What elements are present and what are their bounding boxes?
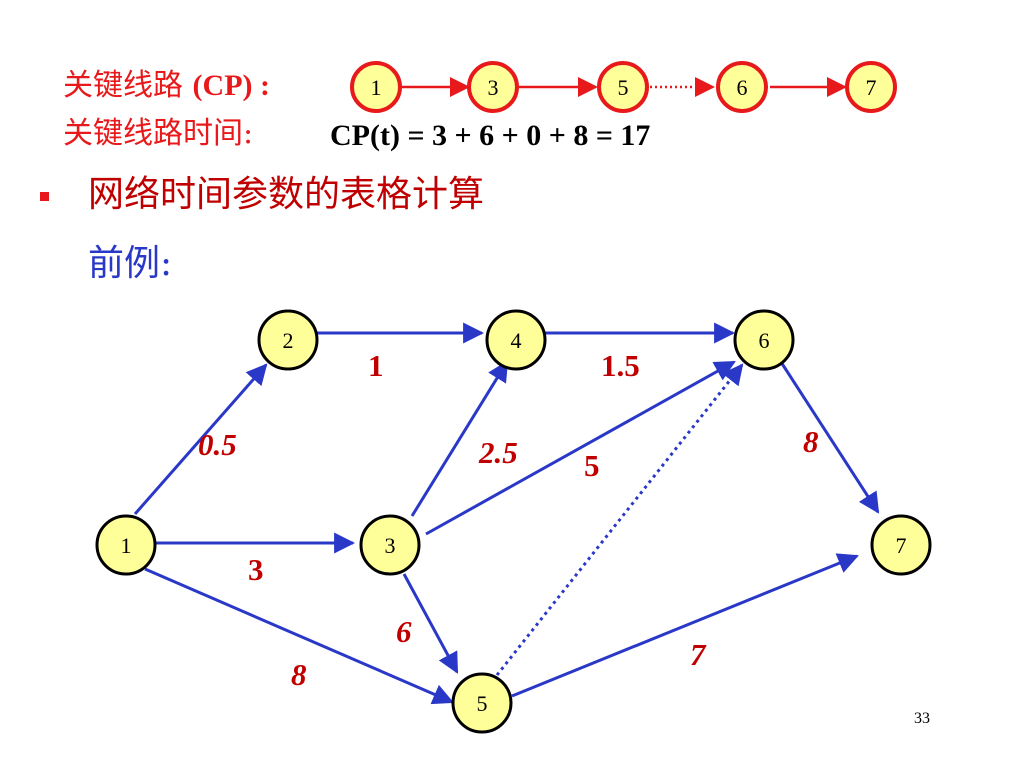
network-node-label: 1	[121, 533, 132, 558]
network-node: 7	[870, 514, 932, 576]
edge-label: 8	[803, 424, 819, 459]
cp-node: 6	[716, 61, 768, 113]
edge-label: 3	[248, 552, 264, 587]
critical-path-label: 关键线路 (CP) :	[63, 66, 270, 106]
page-number: 33	[914, 710, 930, 727]
critical-path-time-formula: CP(t) = 3 + 6 + 0 + 8 = 17	[330, 119, 651, 152]
edge-label: 1	[368, 348, 384, 383]
critical-path-time-label: 关键线路时间:	[63, 116, 254, 151]
cp-node: 7	[845, 61, 897, 113]
network-node-label: 2	[283, 328, 294, 353]
network-nodes: 1 2 3 4 5 6 7	[95, 309, 932, 734]
network-edges	[133, 322, 880, 705]
section-title: 网络时间参数的表格计算	[88, 174, 485, 215]
cp-node-label: 5	[618, 75, 629, 100]
edge-6-7	[779, 361, 880, 514]
edge-3-4	[410, 360, 509, 517]
edge-3-6	[425, 360, 736, 536]
edge-label: 0.5	[198, 427, 237, 462]
edge-label: 5	[584, 448, 600, 483]
network-node: 1	[95, 514, 157, 576]
edge-1-5	[144, 567, 454, 705]
network-node: 4	[485, 309, 547, 371]
network-node: 5	[451, 672, 513, 734]
network-node: 3	[359, 514, 421, 576]
edge-label: 6	[396, 614, 412, 649]
edge-5-6-dotted	[495, 363, 744, 676]
cp-node: 3	[467, 61, 519, 113]
edge-label: 2.5	[478, 435, 518, 470]
network-node: 2	[257, 309, 319, 371]
edge-label: 7	[690, 637, 707, 672]
network-node-label: 3	[385, 533, 396, 558]
network-node-label: 7	[896, 533, 907, 558]
network-node: 6	[733, 309, 795, 371]
edge-3-5	[402, 573, 459, 674]
edge-label: 8	[291, 657, 307, 692]
critical-path-chain: 1 3 5 6 7	[350, 61, 897, 113]
edge-labels: 0.5 3 8 1 2.5 5 6 1.5 7 8	[198, 348, 819, 692]
cp-node-label: 1	[371, 75, 382, 100]
cp-node: 5	[597, 61, 649, 113]
edge-1-2	[133, 363, 268, 515]
cp-node-label: 7	[866, 75, 877, 100]
edge-5-7	[511, 553, 859, 698]
edge-label: 1.5	[601, 348, 640, 383]
bullet-square-icon	[40, 192, 49, 201]
cp-node: 1	[350, 61, 402, 113]
network-node-label: 5	[477, 691, 488, 716]
network-node-label: 6	[759, 328, 770, 353]
critical-path-label-en: (CP) :	[192, 69, 271, 102]
critical-path-label-cn: 关键线路	[63, 68, 183, 103]
example-label: 前例:	[88, 243, 173, 284]
cp-node-label: 3	[488, 75, 499, 100]
cp-node-label: 6	[737, 75, 748, 100]
network-node-label: 4	[511, 328, 522, 353]
